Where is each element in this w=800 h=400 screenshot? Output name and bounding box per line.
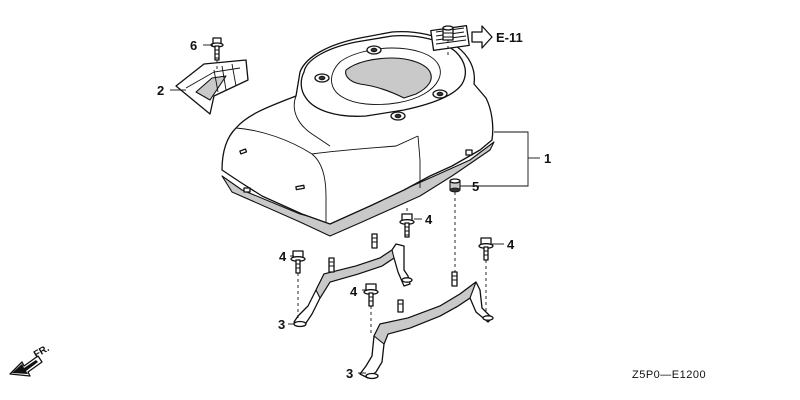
callout-1: 1 xyxy=(544,151,551,166)
callout-4c: 4 xyxy=(507,237,515,252)
flange-bolt-4c[interactable] xyxy=(478,237,494,261)
flange-bolt-6[interactable] xyxy=(210,37,224,61)
flange-bolt-4a[interactable] xyxy=(399,213,415,238)
callout-4d: 4 xyxy=(350,284,358,299)
reference-label[interactable]: E-11 xyxy=(496,30,523,45)
callout-6: 6 xyxy=(190,38,197,53)
callout-3b: 3 xyxy=(346,366,353,381)
stud-bolts xyxy=(328,233,458,313)
diagram-code: Z5P0—E1200 xyxy=(632,369,706,381)
reference-nut[interactable] xyxy=(442,25,454,41)
fan-cover-shroud[interactable] xyxy=(221,24,495,237)
air-guide-plate[interactable] xyxy=(175,59,249,115)
flange-bolt-4d[interactable] xyxy=(363,283,379,307)
callout-2: 2 xyxy=(157,83,164,98)
callout-5: 5 xyxy=(472,179,479,194)
leader-lines xyxy=(170,40,540,374)
reference-arrow[interactable] xyxy=(471,25,493,49)
stay-upper[interactable] xyxy=(293,243,413,328)
front-direction-arrow-icon xyxy=(9,355,43,377)
direction-label: FR. xyxy=(32,343,52,361)
callout-4a: 4 xyxy=(425,212,433,227)
collar-5[interactable] xyxy=(449,178,461,193)
flange-bolt-4b[interactable] xyxy=(290,250,306,274)
stay-lower[interactable] xyxy=(359,281,494,380)
callout-4b: 4 xyxy=(279,249,287,264)
callout-3a: 3 xyxy=(278,317,285,332)
